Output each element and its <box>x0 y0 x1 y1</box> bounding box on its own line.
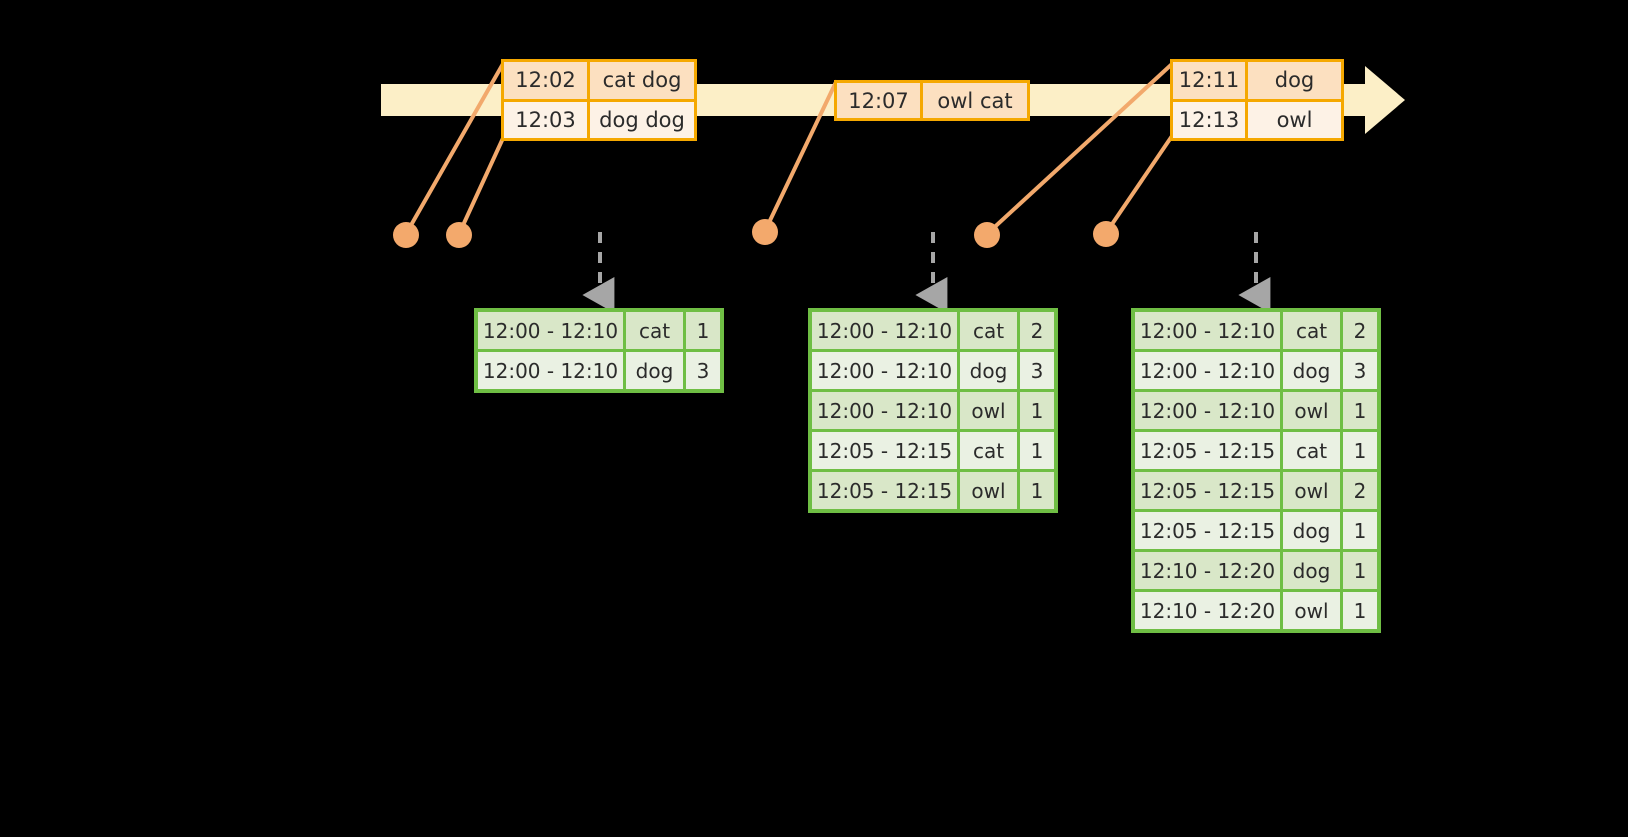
cell-word: cat <box>1283 432 1340 469</box>
event-time: 12:02 <box>504 62 590 99</box>
cell-word: dog <box>1283 552 1340 589</box>
table-row: 12:05 - 12:15 owl 1 <box>812 472 1054 509</box>
event-row: 12:02 cat dog <box>504 62 694 99</box>
cell-word: cat <box>1283 312 1340 349</box>
cell-window: 12:10 - 12:20 <box>1135 552 1280 589</box>
cell-word: owl <box>1283 392 1340 429</box>
emit-arrows <box>582 232 1271 313</box>
cell-word: owl <box>1283 472 1340 509</box>
table-row: 12:00 - 12:10 dog 3 <box>812 352 1054 389</box>
table-row: 12:05 - 12:15 owl 2 <box>1135 472 1377 509</box>
cell-count: 1 <box>1343 432 1377 469</box>
cell-count: 1 <box>1343 512 1377 549</box>
marker-dot <box>1093 221 1119 247</box>
cell-window: 12:00 - 12:10 <box>812 352 957 389</box>
table-row: 12:10 - 12:20 dog 1 <box>1135 552 1377 589</box>
event-words: cat dog <box>602 68 682 93</box>
table-row: 12:00 - 12:10 cat 1 <box>478 312 720 349</box>
table-row: 12:00 - 12:10 dog 3 <box>478 352 720 389</box>
cell-word: owl <box>960 392 1017 429</box>
cell-window: 12:05 - 12:15 <box>1135 432 1280 469</box>
marker-dot <box>393 222 419 248</box>
table-row: 12:00 - 12:10 owl 1 <box>812 392 1054 429</box>
cell-window: 12:05 - 12:15 <box>812 432 957 469</box>
table-row: 12:05 - 12:15 dog 1 <box>1135 512 1377 549</box>
marker-dot <box>752 219 778 245</box>
cell-window: 12:05 - 12:15 <box>1135 512 1280 549</box>
event-time: 12:11 <box>1173 62 1248 99</box>
cell-window: 12:05 - 12:15 <box>812 472 957 509</box>
cell-count: 1 <box>1020 472 1054 509</box>
cell-count: 3 <box>1020 352 1054 389</box>
cell-word: cat <box>960 312 1017 349</box>
cell-window: 12:00 - 12:10 <box>812 312 957 349</box>
table-row: 12:05 - 12:15 cat 1 <box>1135 432 1377 469</box>
cell-count: 2 <box>1343 472 1377 509</box>
cell-word: dog <box>1283 512 1340 549</box>
event-box-group-3[interactable]: 12:11 dog 12:13 owl <box>1170 59 1344 141</box>
cell-count: 1 <box>1343 552 1377 589</box>
cell-word: owl <box>1283 592 1340 629</box>
cell-window: 12:00 - 12:10 <box>478 312 623 349</box>
event-box-group-1[interactable]: 12:02 cat dog 12:03 dog dog <box>501 59 697 141</box>
cell-word: cat <box>960 432 1017 469</box>
table-row: 12:05 - 12:15 cat 1 <box>812 432 1054 469</box>
event-time: 12:13 <box>1173 101 1248 138</box>
event-words: dog <box>1274 68 1315 93</box>
cell-count: 2 <box>1343 312 1377 349</box>
result-table-2[interactable]: 12:00 - 12:10 cat 2 12:00 - 12:10 dog 3 … <box>808 308 1058 513</box>
event-words: dog dog <box>599 107 685 132</box>
cell-window: 12:00 - 12:10 <box>1135 312 1280 349</box>
cell-count: 3 <box>686 352 720 389</box>
cell-count: 1 <box>1020 432 1054 469</box>
table-row: 12:00 - 12:10 owl 1 <box>1135 392 1377 429</box>
event-box-group-2[interactable]: 12:07 owl cat <box>834 80 1030 121</box>
event-time: 12:07 <box>837 83 923 118</box>
cell-word: cat <box>626 312 683 349</box>
cell-word: dog <box>1283 352 1340 389</box>
event-words: owl cat <box>937 88 1013 113</box>
cell-window: 12:00 - 12:10 <box>1135 352 1280 389</box>
table-row: 12:00 - 12:10 cat 2 <box>1135 312 1377 349</box>
event-row: 12:03 dog dog <box>504 98 694 138</box>
cell-window: 12:00 - 12:10 <box>1135 392 1280 429</box>
result-table-1[interactable]: 12:00 - 12:10 cat 1 12:00 - 12:10 dog 3 <box>474 308 724 393</box>
cell-window: 12:05 - 12:15 <box>1135 472 1280 509</box>
event-time: 12:03 <box>504 101 590 138</box>
cell-window: 12:10 - 12:20 <box>1135 592 1280 629</box>
cell-count: 1 <box>1343 592 1377 629</box>
cell-window: 12:00 - 12:10 <box>812 392 957 429</box>
event-row: 12:13 owl <box>1173 98 1341 138</box>
cell-word: owl <box>960 472 1017 509</box>
event-words: owl <box>1276 107 1313 132</box>
result-table-3[interactable]: 12:00 - 12:10 cat 2 12:00 - 12:10 dog 3 … <box>1131 308 1381 633</box>
event-row: 12:11 dog <box>1173 62 1341 99</box>
table-row: 12:10 - 12:20 owl 1 <box>1135 592 1377 629</box>
marker-dot <box>446 222 472 248</box>
cell-count: 1 <box>1020 392 1054 429</box>
cell-window: 12:00 - 12:10 <box>478 352 623 389</box>
cell-word: dog <box>626 352 683 389</box>
cell-word: dog <box>960 352 1017 389</box>
cell-count: 1 <box>1343 392 1377 429</box>
event-marker-dots <box>393 219 1119 248</box>
event-row: 12:07 owl cat <box>837 83 1027 118</box>
table-row: 12:00 - 12:10 dog 3 <box>1135 352 1377 389</box>
cell-count: 2 <box>1020 312 1054 349</box>
cell-count: 3 <box>1343 352 1377 389</box>
cell-count: 1 <box>686 312 720 349</box>
table-row: 12:00 - 12:10 cat 2 <box>812 312 1054 349</box>
marker-dot <box>974 222 1000 248</box>
